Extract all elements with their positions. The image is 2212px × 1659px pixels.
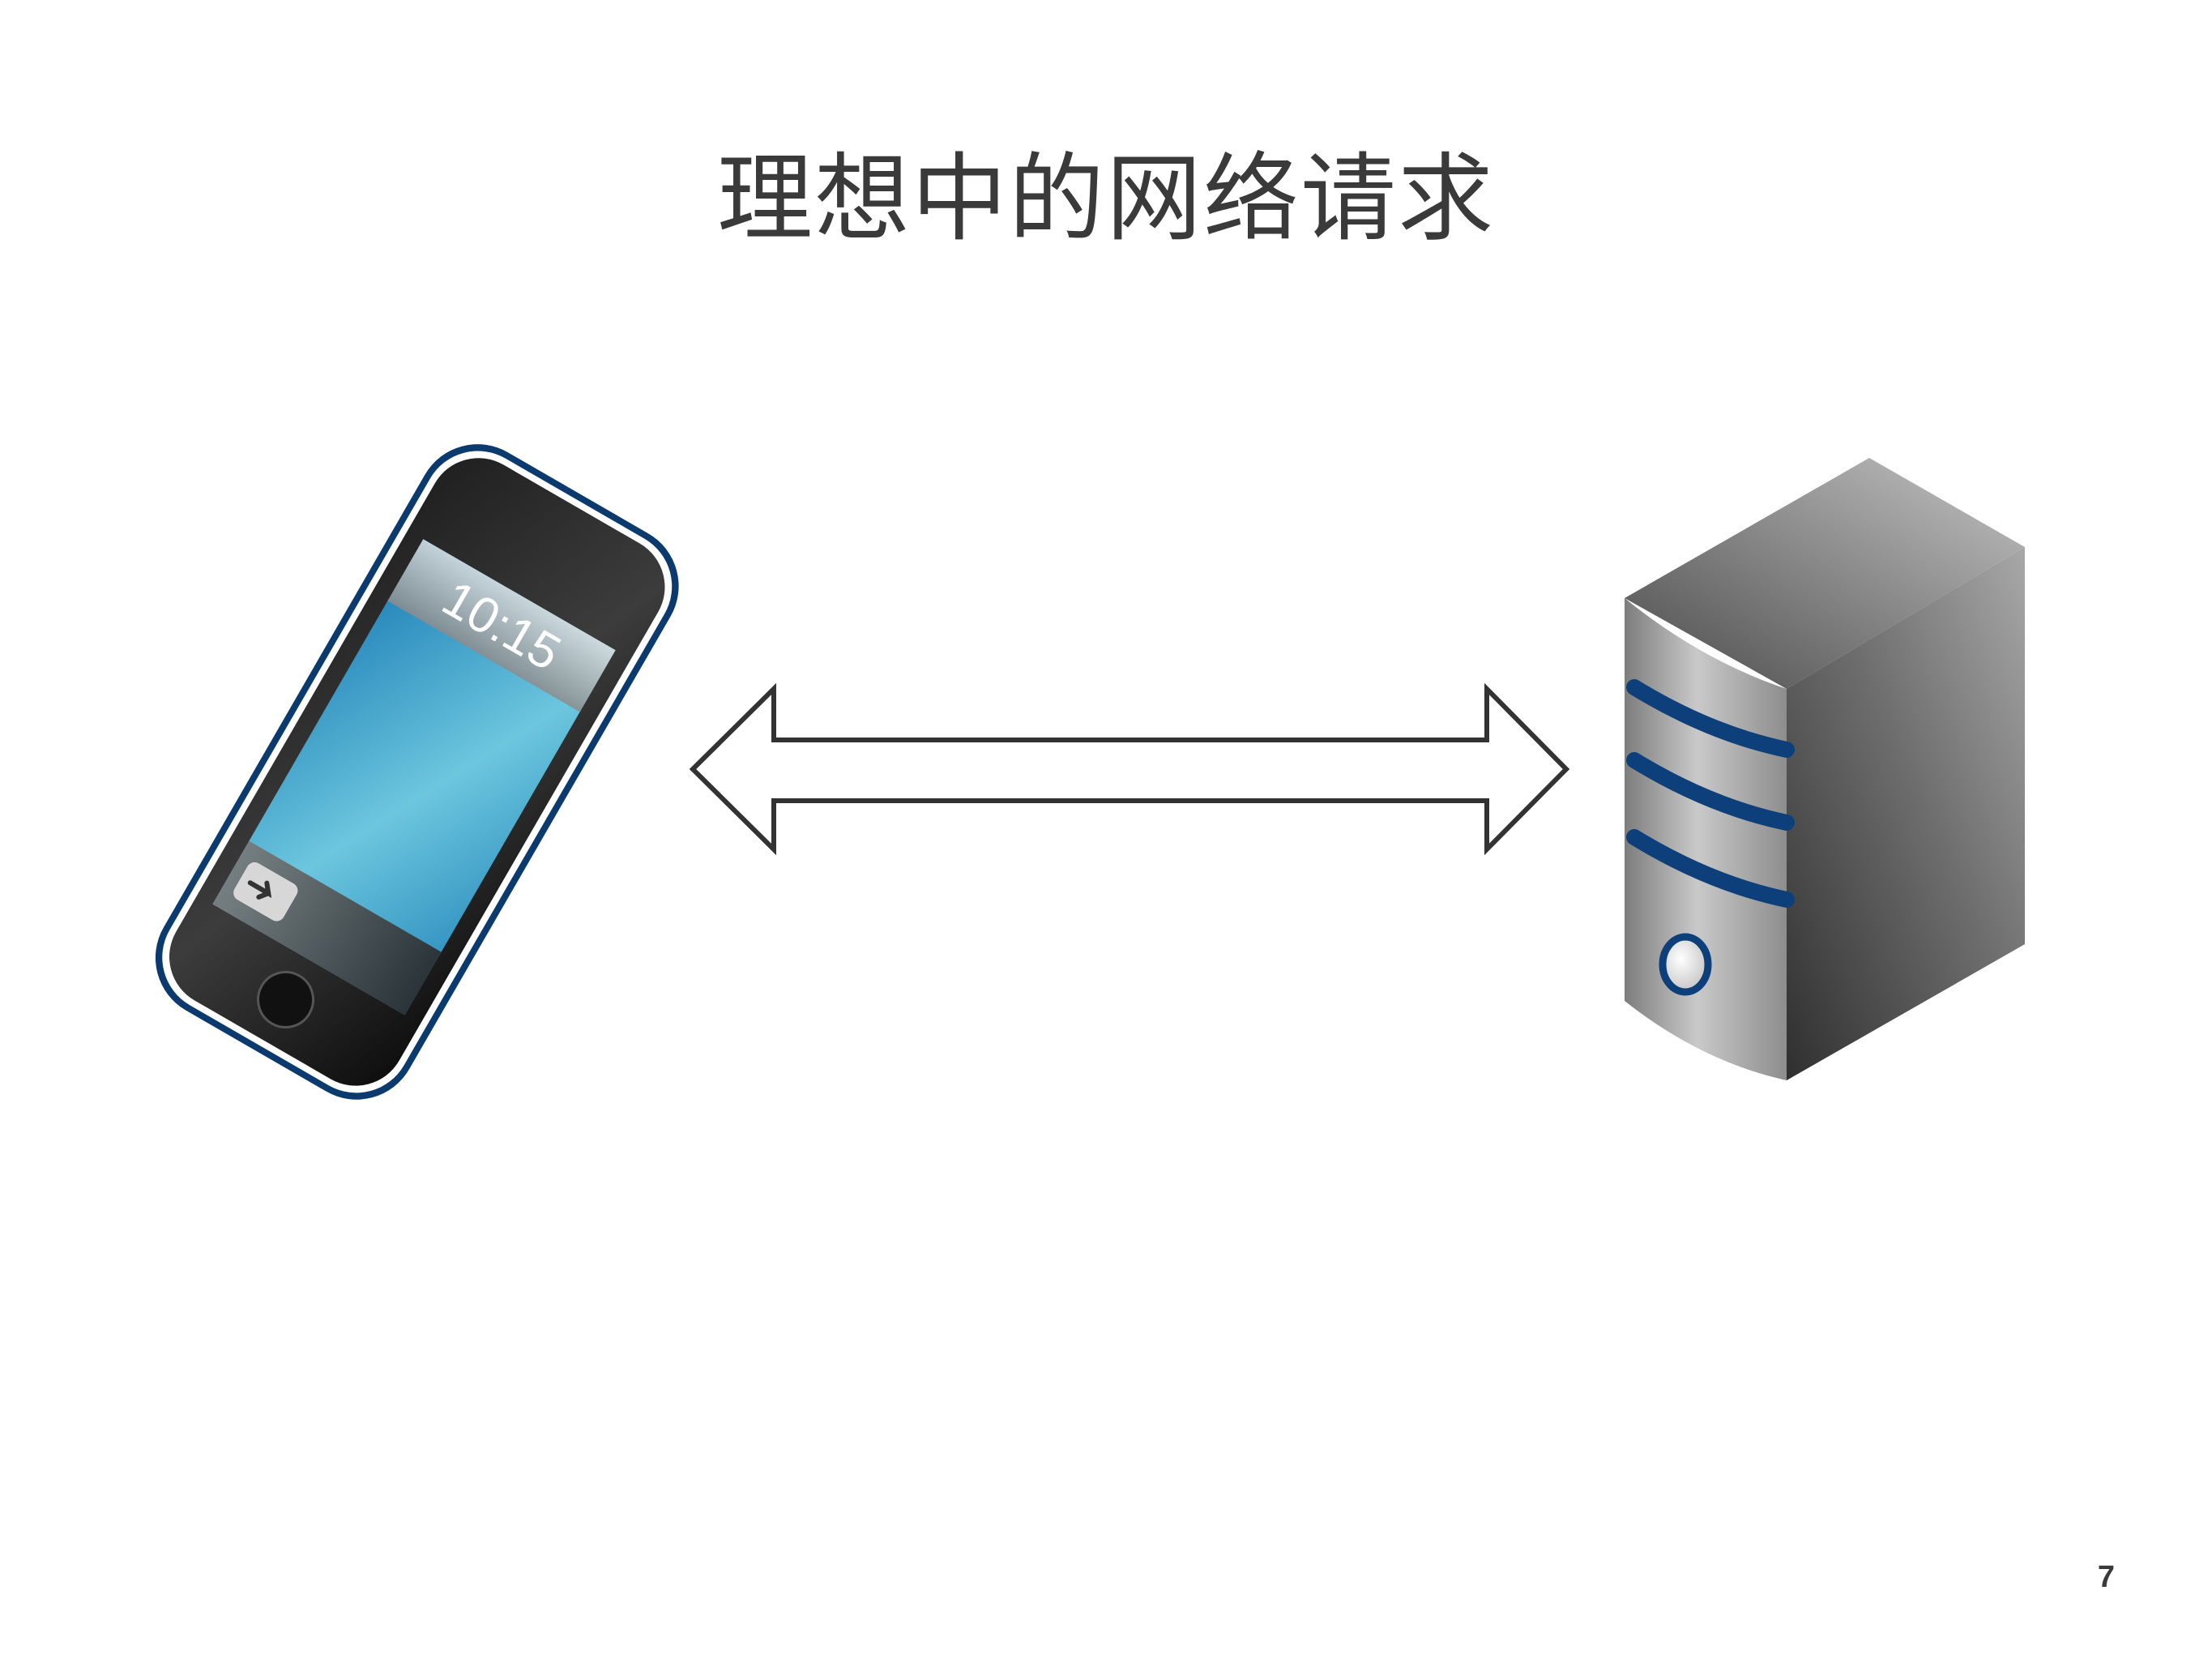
phone-status-bar [387, 539, 616, 712]
server-stripe [1626, 752, 1795, 831]
server-stripe [1626, 829, 1795, 908]
server-top [1625, 458, 2025, 689]
server-power-button [1659, 933, 1712, 996]
page-number: 7 [2097, 1560, 2115, 1594]
phone-home-button [257, 970, 314, 1028]
server-tower-icon [1625, 458, 2025, 1080]
slide-title: 理想中的网络请求 [716, 143, 1495, 254]
arrow-right-icon [247, 880, 272, 900]
server-side [1787, 547, 2025, 1080]
double-arrow-connector [689, 682, 1570, 856]
server-stripe [1626, 679, 1795, 758]
smartphone-icon: 10:15 [155, 444, 679, 1100]
